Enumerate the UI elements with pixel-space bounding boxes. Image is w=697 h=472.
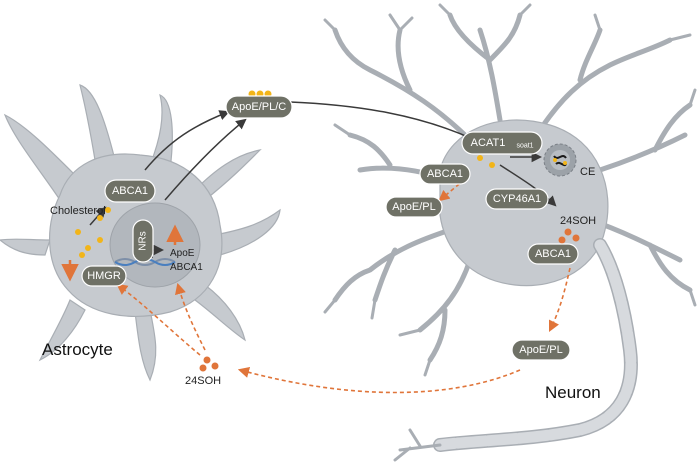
apoe-pl-neuron-pill: ApoE/PL <box>385 196 443 218</box>
regulation-arrows <box>61 224 184 282</box>
apoe-pl-axon-pill: ApoE/PL <box>511 339 571 361</box>
svg-text:ABCA1: ABCA1 <box>427 168 463 180</box>
abca1-gene-label: ABCA1 <box>170 262 203 273</box>
soh-astro-label: 24SOH <box>185 375 221 387</box>
neuron-label: Neuron <box>545 383 601 402</box>
soh-neuron-label: 24SOH <box>560 215 596 227</box>
svg-text:ABCA1: ABCA1 <box>112 185 148 197</box>
svg-text:CYP46A1: CYP46A1 <box>493 193 541 205</box>
astrocyte-label: Astrocyte <box>42 340 113 359</box>
soh-dots <box>199 228 580 372</box>
nrs-pill: NRs <box>132 219 154 263</box>
svg-text:ApoE/PL: ApoE/PL <box>392 201 435 213</box>
svg-text:ACAT1: ACAT1 <box>471 137 506 149</box>
svg-text:HMGR: HMGR <box>87 270 121 282</box>
ce-droplet <box>543 143 577 177</box>
ce-label: CE <box>580 166 595 178</box>
svg-text:NRs: NRs <box>138 231 149 250</box>
abca1-neuron-top-pill: ABCA1 <box>419 163 471 185</box>
abca1-astro-pill: ABCA1 <box>104 179 156 203</box>
transport-arrows <box>89 101 557 258</box>
svg-text:ABCA1: ABCA1 <box>535 248 571 260</box>
abca1-neuron-bottom-pill: ABCA1 <box>527 243 579 265</box>
oxysterol-arrows <box>116 174 571 394</box>
neuron-axon <box>393 238 638 462</box>
svg-text:ApoE/PL/C: ApoE/PL/C <box>232 101 286 113</box>
apoe-gene-label: ApoE <box>170 248 195 259</box>
svg-text:ApoE/PL: ApoE/PL <box>519 344 562 356</box>
cholesterol-label: Cholesterol <box>50 205 106 217</box>
apoe-pl-c-pill: ApoE/PL/C <box>225 95 293 119</box>
hmgr-pill: HMGR <box>81 265 127 287</box>
cyp46a1-pill: CYP46A1 <box>485 188 549 210</box>
svg-text:soat1: soat1 <box>516 143 533 150</box>
acat1-pill: ACAT1 soat1 <box>461 131 543 155</box>
